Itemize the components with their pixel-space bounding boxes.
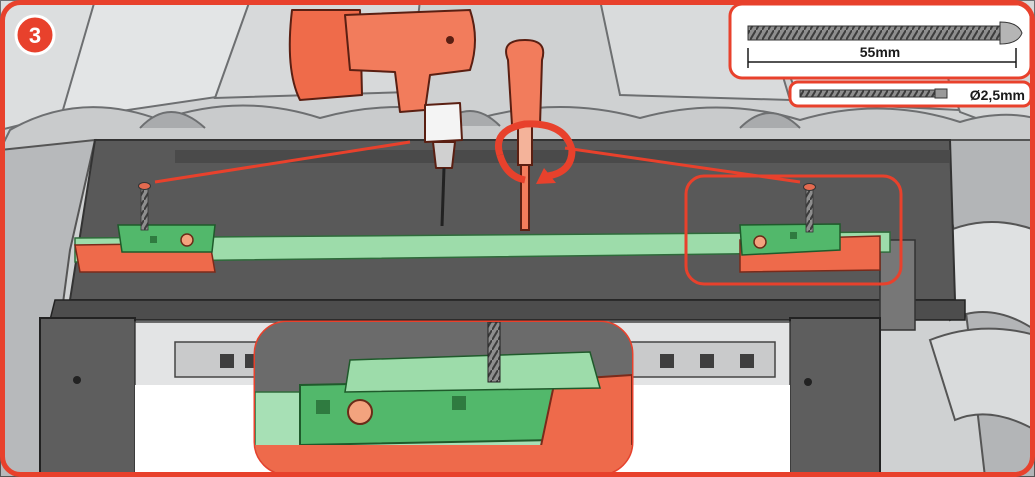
left-bracket [118, 225, 215, 252]
drill-diameter-label: Ø2,5mm [970, 87, 1025, 103]
screw-length-label: 55mm [860, 44, 900, 60]
screw-spec-panel: 55mm [730, 4, 1031, 78]
zoom-inset [255, 322, 632, 474]
step-number: 3 [29, 23, 41, 48]
drill-spec-panel: Ø2,5mm [790, 82, 1031, 106]
drill-bit-icon [800, 89, 947, 98]
right-bracket [740, 224, 840, 255]
step-badge: 3 [16, 16, 54, 54]
